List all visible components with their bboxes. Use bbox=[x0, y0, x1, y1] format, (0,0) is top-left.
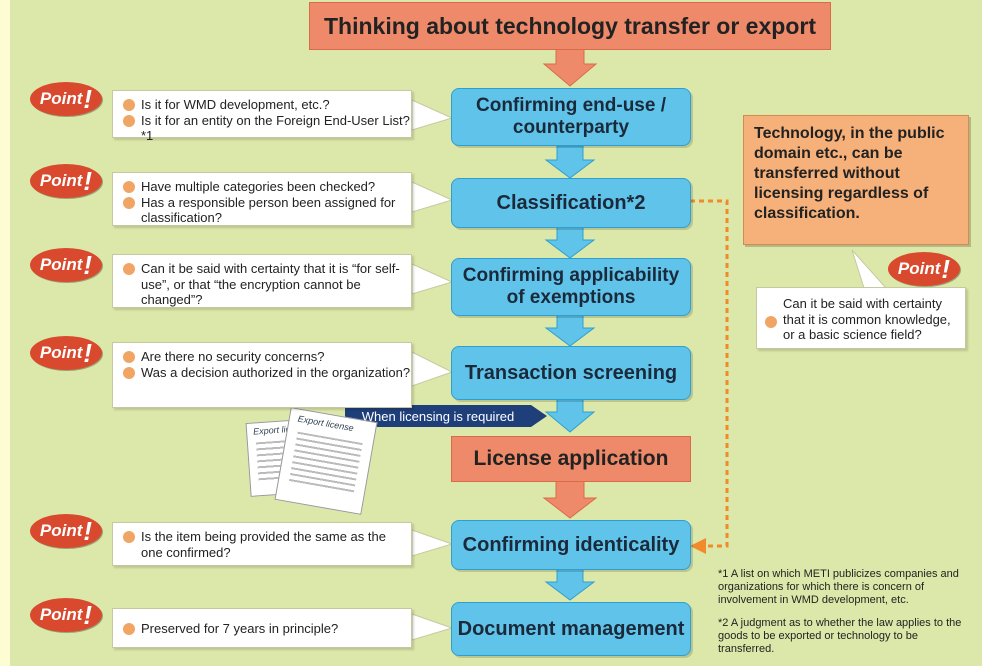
point-text: Has a responsible person been assigned f… bbox=[141, 194, 396, 226]
document-front-lines bbox=[288, 431, 363, 495]
point-item: Is the item being provided the same as t… bbox=[123, 529, 411, 560]
step-license-application: License application bbox=[451, 436, 691, 482]
point-badge-label: Point bbox=[39, 521, 83, 540]
bullet-icon bbox=[123, 114, 135, 127]
point-item: Was a decision authorized in the organiz… bbox=[123, 365, 411, 381]
point-badge: Point! bbox=[30, 248, 102, 282]
point-text: Can it be said with certainty that it is… bbox=[141, 261, 400, 308]
point-box-transaction: Are there no security concerns? Was a de… bbox=[112, 342, 412, 408]
footnote-1: *1 A list on which METI publicizes compa… bbox=[718, 568, 959, 607]
arrow-blue-1 bbox=[544, 145, 596, 179]
point-exclamation-icon: ! bbox=[941, 253, 951, 284]
point-badge-label: Point bbox=[39, 605, 83, 624]
point-box-classification: Have multiple categories been checked? H… bbox=[112, 172, 412, 226]
step-transaction-screening: Transaction screening bbox=[451, 346, 691, 400]
bullet-icon bbox=[123, 531, 135, 543]
connector-1 bbox=[411, 99, 454, 131]
licensing-tag-pointer bbox=[531, 405, 547, 427]
point-item: Is it for an entity on the Foreign End-U… bbox=[123, 113, 411, 144]
point-badge: Point! bbox=[30, 336, 102, 370]
classification-link-arrowhead bbox=[690, 538, 706, 554]
arrow-salmon-2 bbox=[542, 480, 598, 519]
bullet-icon bbox=[123, 366, 135, 379]
point-exclamation-icon: ! bbox=[83, 337, 93, 368]
point-badge-label: Point bbox=[39, 89, 83, 108]
arrow-blue-3 bbox=[544, 313, 596, 347]
point-text: Have multiple categories been checked? bbox=[141, 179, 376, 194]
point-box-exemptions: Can it be said with certainty that it is… bbox=[112, 254, 412, 308]
connector-5 bbox=[411, 529, 454, 557]
point-text: Is the item being provided the same as t… bbox=[141, 529, 386, 560]
connector-6 bbox=[411, 613, 454, 641]
point-exclamation-icon: ! bbox=[83, 83, 93, 114]
point-badge: Point! bbox=[30, 598, 102, 632]
connector-4 bbox=[411, 351, 454, 387]
point-item: Are there no security concerns? bbox=[123, 349, 411, 365]
arrow-salmon-1 bbox=[542, 45, 598, 87]
point-badge: Point! bbox=[30, 82, 102, 116]
point-item: Can it be said with certainty that it is… bbox=[123, 261, 411, 308]
bullet-icon bbox=[123, 263, 135, 275]
licensing-required-tag: When licensing is required bbox=[345, 405, 531, 427]
point-text: Can it be said with certainty that it is… bbox=[783, 296, 951, 343]
step-classification: Classification*2 bbox=[451, 178, 691, 228]
point-exclamation-icon: ! bbox=[83, 515, 93, 546]
point-text: Is it for an entity on the Foreign End-U… bbox=[141, 112, 410, 144]
bullet-icon bbox=[765, 316, 777, 328]
point-badge: Point! bbox=[30, 164, 102, 198]
point-item: Have multiple categories been checked? bbox=[123, 179, 411, 195]
bullet-icon bbox=[123, 623, 135, 635]
arrow-blue-4 bbox=[544, 397, 596, 433]
point-badge-label: Point bbox=[39, 171, 83, 190]
point-box-end-use: Is it for WMD development, etc.? Is it f… bbox=[112, 90, 412, 143]
point-text: Preserved for 7 years in principle? bbox=[141, 621, 339, 636]
bullet-icon bbox=[123, 196, 135, 209]
arrow-blue-2 bbox=[544, 225, 596, 259]
flow-header: Thinking about technology transfer or ex… bbox=[309, 2, 831, 50]
point-exclamation-icon: ! bbox=[83, 165, 93, 196]
point-badge-label: Point bbox=[39, 343, 83, 362]
point-text: Are there no security concerns? bbox=[141, 349, 325, 364]
point-badge: Point! bbox=[888, 252, 960, 286]
point-exclamation-icon: ! bbox=[83, 599, 93, 630]
point-item: Has a responsible person been assigned f… bbox=[123, 195, 411, 226]
point-box-documents: Preserved for 7 years in principle? bbox=[112, 608, 412, 648]
point-box-public-domain: Can it be said with certainty that it is… bbox=[756, 287, 966, 349]
point-badge-label: Point bbox=[897, 259, 941, 278]
footnote-2: *2 A judgment as to whether the law appl… bbox=[718, 617, 962, 656]
step-end-use: Confirming end-use / counterparty bbox=[451, 88, 691, 146]
point-item: Can it be said with certainty that it is… bbox=[765, 296, 957, 343]
connector-2 bbox=[411, 181, 454, 213]
point-text: Is it for WMD development, etc.? bbox=[141, 97, 330, 112]
bullet-icon bbox=[123, 351, 135, 363]
point-exclamation-icon: ! bbox=[83, 249, 93, 280]
point-text: Was a decision authorized in the organiz… bbox=[141, 364, 411, 380]
connector-3 bbox=[411, 263, 454, 295]
point-item: Is it for WMD development, etc.? bbox=[123, 97, 411, 113]
step-exemptions: Confirming applicability of exemptions bbox=[451, 258, 691, 316]
public-domain-note: Technology, in the public domain etc., c… bbox=[743, 115, 969, 245]
arrow-blue-5 bbox=[544, 567, 596, 601]
step-document-management: Document management bbox=[451, 602, 691, 656]
point-item: Preserved for 7 years in principle? bbox=[123, 621, 411, 637]
classification-link bbox=[690, 199, 729, 548]
bullet-icon bbox=[123, 99, 135, 111]
point-badge: Point! bbox=[30, 514, 102, 548]
point-box-identicality: Is the item being provided the same as t… bbox=[112, 522, 412, 566]
point-badge-label: Point bbox=[39, 255, 83, 274]
connector-side bbox=[851, 249, 888, 289]
step-identicality: Confirming identicality bbox=[451, 520, 691, 570]
document-front: Export license bbox=[274, 407, 378, 515]
bullet-icon bbox=[123, 181, 135, 193]
